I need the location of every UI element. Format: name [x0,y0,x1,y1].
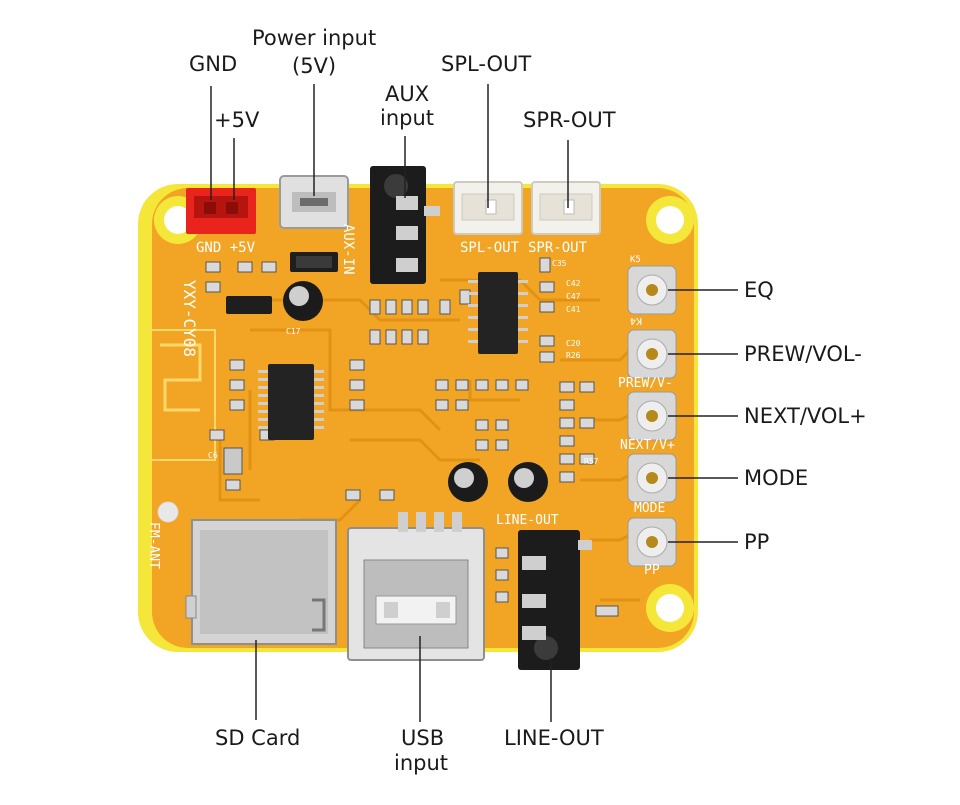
prew-button [627,329,677,379]
label-usb: USB [401,726,445,750]
label-next-vol-up: NEXT/VOL+ [744,404,867,428]
leader-lines [210,84,738,722]
silk-r57: R57 [584,457,599,466]
silk-c47: C47 [566,292,581,301]
silk-c20: C20 [566,339,581,348]
label-eq: EQ [744,278,774,302]
silk-c41: C41 [566,305,581,314]
silk-c17: C17 [286,327,301,336]
silk-fm-ant: FM-ANT [146,522,161,569]
smd-components [205,257,619,617]
label-sd-card: SD Card [215,726,301,750]
silk-next: NEXT/V+ [620,438,675,453]
pp-button [627,517,677,567]
next-button [627,391,677,441]
label-line-out: LINE-OUT [504,726,604,750]
silk-spl-out: SPL-OUT [460,240,520,256]
label-power-input-voltage: (5V) [292,54,337,78]
silk-pp: PP [644,563,660,578]
line-out-jack [518,530,592,670]
label-pp: PP [744,530,770,554]
silk-aux-in: AUX-IN [340,224,356,275]
aux-jack [370,166,440,284]
label-aux-input: input [380,106,435,130]
label-mode: MODE [744,466,809,490]
mode-button [627,453,677,503]
label-gnd: GND [189,52,238,76]
micro-usb-connector [279,175,349,229]
buttons [627,265,677,567]
label-power-input: Power input [252,26,377,50]
silkscreen-labels: GND +5V AUX-IN SPL-OUT SPR-OUT YXY-CY08 … [146,224,675,578]
ic-chips [258,272,528,440]
silk-k5: K5 [630,255,641,265]
sd-card-slot [185,519,337,645]
silk-k4: K4 [630,315,642,326]
silk-spr-out: SPR-OUT [528,240,588,256]
label-usb-input: input [394,751,449,775]
silk-line-out: LINE-OUT [496,513,559,528]
red-power-connector [186,188,256,234]
silk-model: YXY-CY08 [180,280,199,357]
label-spl-out: SPL-OUT [441,52,532,76]
label-prew-vol-down: PREW/VOL- [744,342,862,366]
silk-prew: PREW/V- [618,376,673,391]
label-aux: AUX [385,82,430,106]
silk-gnd5v: GND +5V [196,240,256,256]
black-parts [226,252,338,314]
silk-c6: C6 [208,451,218,460]
silk-c35: C35 [552,259,567,268]
label-spr-out: SPR-OUT [523,108,616,132]
silk-r26: R26 [566,351,581,360]
label-plus5v: +5V [214,108,260,132]
capacitors [283,281,548,502]
usb-a-connector [347,512,485,661]
silk-mode: MODE [634,501,665,516]
silk-c42: C42 [566,279,581,288]
